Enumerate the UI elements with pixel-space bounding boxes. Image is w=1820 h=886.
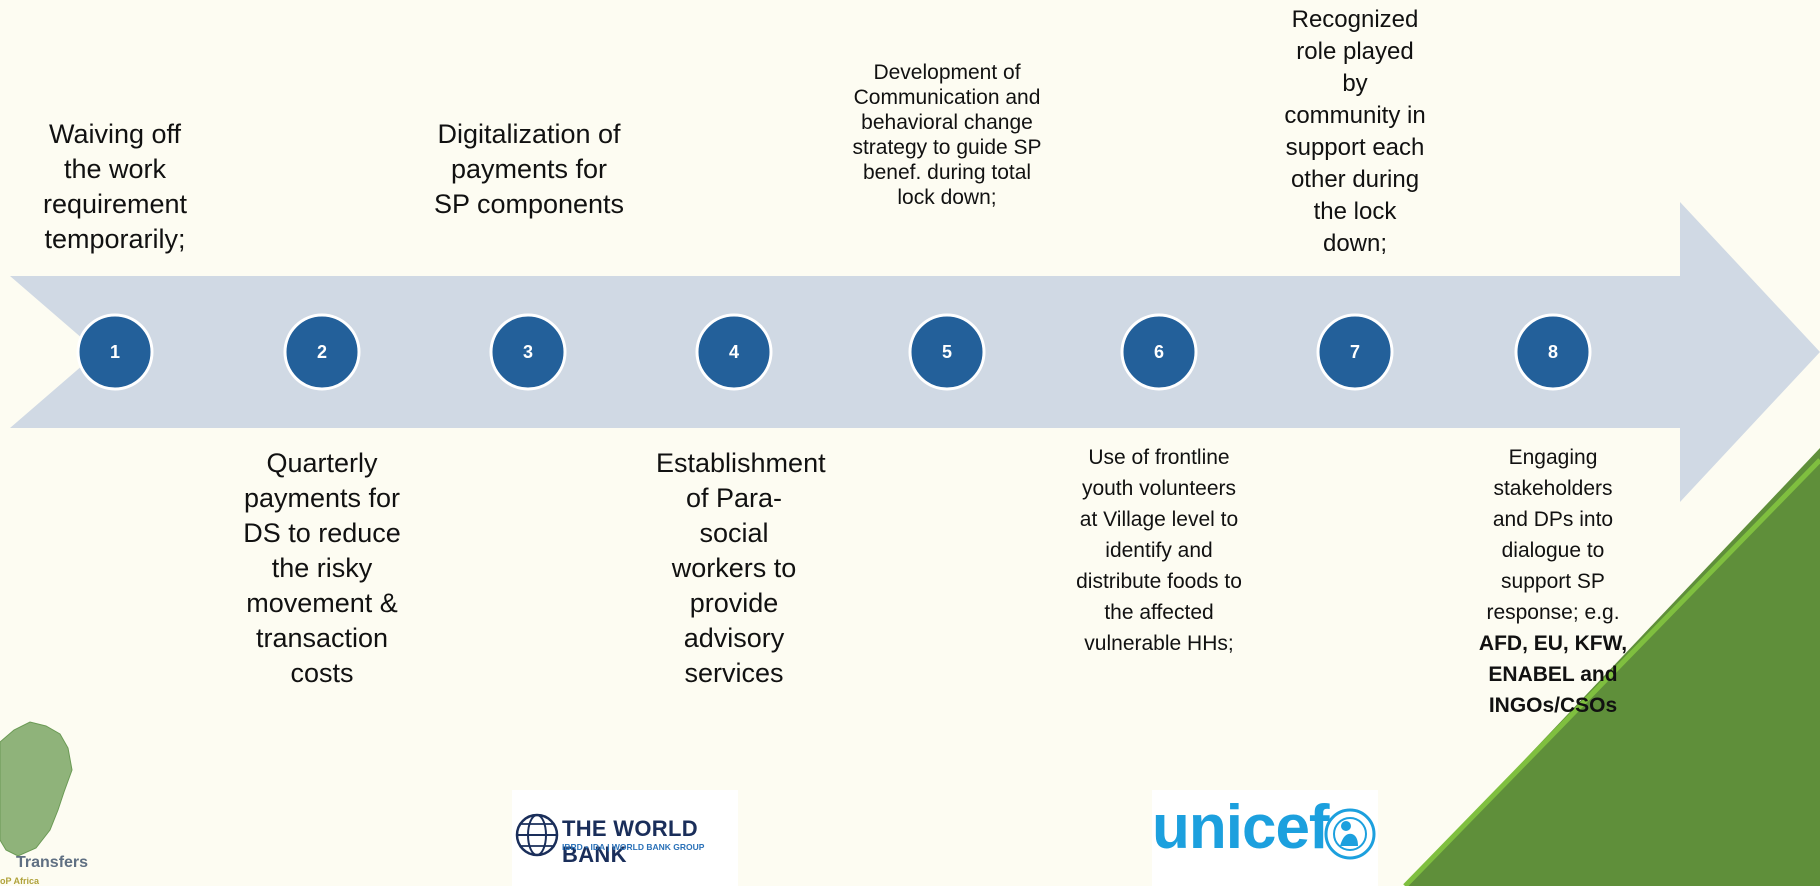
node-2: 2 xyxy=(283,313,361,391)
world-bank-logo: THE WORLD BANK IBRD • IDA | WORLD BANK G… xyxy=(512,790,738,886)
node-8: 8 xyxy=(1514,313,1592,391)
step-7-text: Recognized role played by community in s… xyxy=(1284,6,1426,257)
node-4-number: 4 xyxy=(729,342,739,362)
node-7: 7 xyxy=(1316,313,1394,391)
node-8-number: 8 xyxy=(1548,342,1558,362)
partner-logo-text: Transfers xyxy=(16,854,89,871)
node-4: 4 xyxy=(695,313,773,391)
unicef-emblem-icon xyxy=(1324,808,1376,860)
node-5-number: 5 xyxy=(942,342,952,362)
step-6-text: Use of frontline youth volunteers at Vil… xyxy=(1076,446,1242,655)
step-1-text: Waiving off the work requirement tempora… xyxy=(42,119,188,254)
globe-icon xyxy=(515,813,559,857)
step-5-text: Development of Communication and behavio… xyxy=(852,61,1042,209)
step-8-text-prefix: Engaging stakeholders and DPs into dialo… xyxy=(1486,446,1620,624)
step-3-text: Digitalization of payments for SP compon… xyxy=(433,119,625,219)
node-1: 1 xyxy=(76,313,154,391)
unicef-logo: unicef xyxy=(1152,790,1378,886)
node-2-number: 2 xyxy=(317,342,327,362)
step-2-text: Quarterly payments for DS to reduce the … xyxy=(243,448,401,688)
africa-map-logo xyxy=(0,721,73,857)
step-4-text: Establishment of Para-social workers to … xyxy=(656,448,826,688)
world-bank-subtitle: IBRD • IDA | WORLD BANK GROUP xyxy=(562,842,705,852)
step-8-text-partners: AFD, EU, KFW, ENABEL and INGOs/CSOs xyxy=(1478,632,1628,717)
node-3-number: 3 xyxy=(523,342,533,362)
unicef-wordmark: unicef xyxy=(1152,793,1330,862)
node-6-number: 6 xyxy=(1154,342,1164,362)
partner-logo-subtext: oP Africa xyxy=(0,876,40,886)
step-8-text: Engaging stakeholders and DPs into dialo… xyxy=(1475,442,1631,721)
green-accent-line xyxy=(1403,458,1820,886)
node-3: 3 xyxy=(489,313,567,391)
node-6: 6 xyxy=(1120,313,1198,391)
world-bank-title: THE WORLD BANK xyxy=(562,816,698,867)
node-1-number: 1 xyxy=(110,342,120,362)
node-7-number: 7 xyxy=(1350,342,1360,362)
node-5: 5 xyxy=(908,313,986,391)
